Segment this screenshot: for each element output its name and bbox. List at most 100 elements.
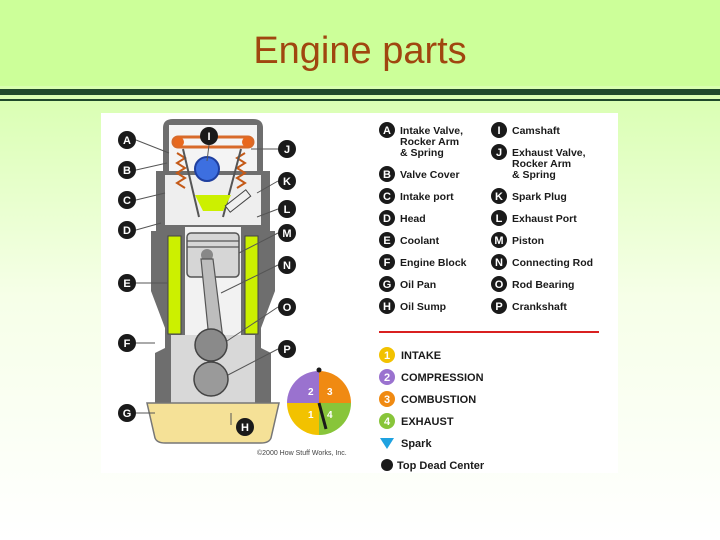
legend-item-i: I Camshaft xyxy=(491,122,560,138)
legend-label: Crankshaft xyxy=(512,301,567,313)
title-rule-thick xyxy=(0,89,720,95)
title-rule-thin xyxy=(0,99,720,101)
callout-E: E xyxy=(118,274,136,292)
legend-item-p: P Crankshaft xyxy=(491,298,567,314)
legend-label: Piston xyxy=(512,235,544,247)
callout-P: P xyxy=(278,340,296,358)
callout-N: N xyxy=(278,256,296,274)
stroke-number: 2 xyxy=(384,372,390,384)
svg-text:P: P xyxy=(283,344,290,356)
svg-text:J: J xyxy=(284,144,290,156)
legend-badge-letter: D xyxy=(383,213,391,225)
svg-text:N: N xyxy=(283,260,291,272)
legend-badge xyxy=(379,210,395,226)
tdc-marker xyxy=(316,367,322,373)
leader-lines xyxy=(135,139,279,425)
callout-H: H xyxy=(236,418,254,436)
intake-valve-stem xyxy=(182,148,200,218)
stroke-label: COMPRESSION xyxy=(401,372,484,384)
legend-badge xyxy=(491,144,507,160)
legend-badge-letter: F xyxy=(384,257,391,269)
legend-label: Camshaft xyxy=(512,125,560,137)
spark-legend-item: Spark xyxy=(380,438,432,450)
callout-B: B xyxy=(118,161,136,179)
svg-text:1: 1 xyxy=(308,410,314,421)
callout-M: M xyxy=(278,224,296,242)
legend-label: Exhaust Valve, xyxy=(512,147,586,159)
legend-badge-letter: E xyxy=(383,235,390,247)
legend-item-n: N Connecting Rod xyxy=(491,254,593,270)
rod-bearing xyxy=(194,328,228,362)
legend-badge-letter: K xyxy=(495,191,503,203)
legend-label: & Spring xyxy=(512,169,556,181)
intake-spring xyxy=(175,152,187,189)
legend-badge xyxy=(491,232,507,248)
legend-label: Exhaust Port xyxy=(512,213,577,225)
stroke-badge xyxy=(379,347,395,363)
callout-O: O xyxy=(278,298,296,316)
legend-badge-letter: N xyxy=(495,257,503,269)
legend-item-k: K Spark Plug xyxy=(491,188,567,204)
svg-text:K: K xyxy=(283,176,291,188)
legend-badge-letter: J xyxy=(496,147,502,159)
svg-text:M: M xyxy=(282,228,291,240)
legend-badge-letter: C xyxy=(383,191,391,203)
spark-icon xyxy=(380,438,394,449)
callout-J: J xyxy=(278,140,296,158)
legend-badge-letter: G xyxy=(383,279,392,291)
legend-badge-letter: O xyxy=(495,279,504,291)
legend-badge xyxy=(491,122,507,138)
callout-A: A xyxy=(118,131,136,149)
legend-label: Coolant xyxy=(400,235,440,247)
svg-text:2: 2 xyxy=(308,387,314,398)
spark-plug xyxy=(224,189,252,213)
legend-label: Connecting Rod xyxy=(512,257,593,269)
legend-badge xyxy=(379,188,395,204)
oil-pan xyxy=(146,402,280,444)
engine-diagram-panel: A B C D E F G H I J K L M N O P 2 3 1 4 … xyxy=(101,113,618,473)
stroke-badge xyxy=(379,369,395,385)
legend-label: Spark Plug xyxy=(512,191,567,203)
stroke-number: 3 xyxy=(384,394,390,406)
legend-badge-letter: P xyxy=(495,301,502,313)
svg-text:D: D xyxy=(123,225,131,237)
legend-badge xyxy=(379,254,395,270)
coolant-left xyxy=(167,235,182,335)
svg-text:E: E xyxy=(123,278,130,290)
legend-badge xyxy=(379,298,395,314)
stroke-legend-exhaust: 4 EXHAUST xyxy=(379,413,454,429)
svg-text:O: O xyxy=(283,302,292,314)
dial-hand xyxy=(317,402,328,430)
svg-text:I: I xyxy=(207,131,210,143)
legend-badge xyxy=(379,232,395,248)
callout-K: K xyxy=(278,172,296,190)
legend-badge-letter: I xyxy=(497,125,500,137)
legend-badge-letter: B xyxy=(383,169,391,181)
legend-label: Valve Cover xyxy=(400,169,460,181)
slide-title: Engine parts xyxy=(253,30,467,72)
svg-text:Top Dead Center: Top Dead Center xyxy=(397,460,485,472)
stroke-number: 4 xyxy=(384,416,391,428)
stroke-label: INTAKE xyxy=(401,350,441,362)
legend-badge xyxy=(491,298,507,314)
coolant-right xyxy=(244,235,259,335)
svg-text:C: C xyxy=(123,195,131,207)
svg-text:F: F xyxy=(124,338,131,350)
copyright-credit: ©2000 How Stuff Works, Inc. xyxy=(257,449,347,457)
stroke-label: EXHAUST xyxy=(401,416,454,428)
svg-text:B: B xyxy=(123,165,131,177)
engine-diagram: A B C D E F G H I J K L M N O P 2 3 1 4 … xyxy=(118,119,599,472)
tdc-legend-item: Top Dead Center xyxy=(381,459,485,472)
engine-cross-section xyxy=(146,119,280,444)
title-bar xyxy=(0,0,720,86)
